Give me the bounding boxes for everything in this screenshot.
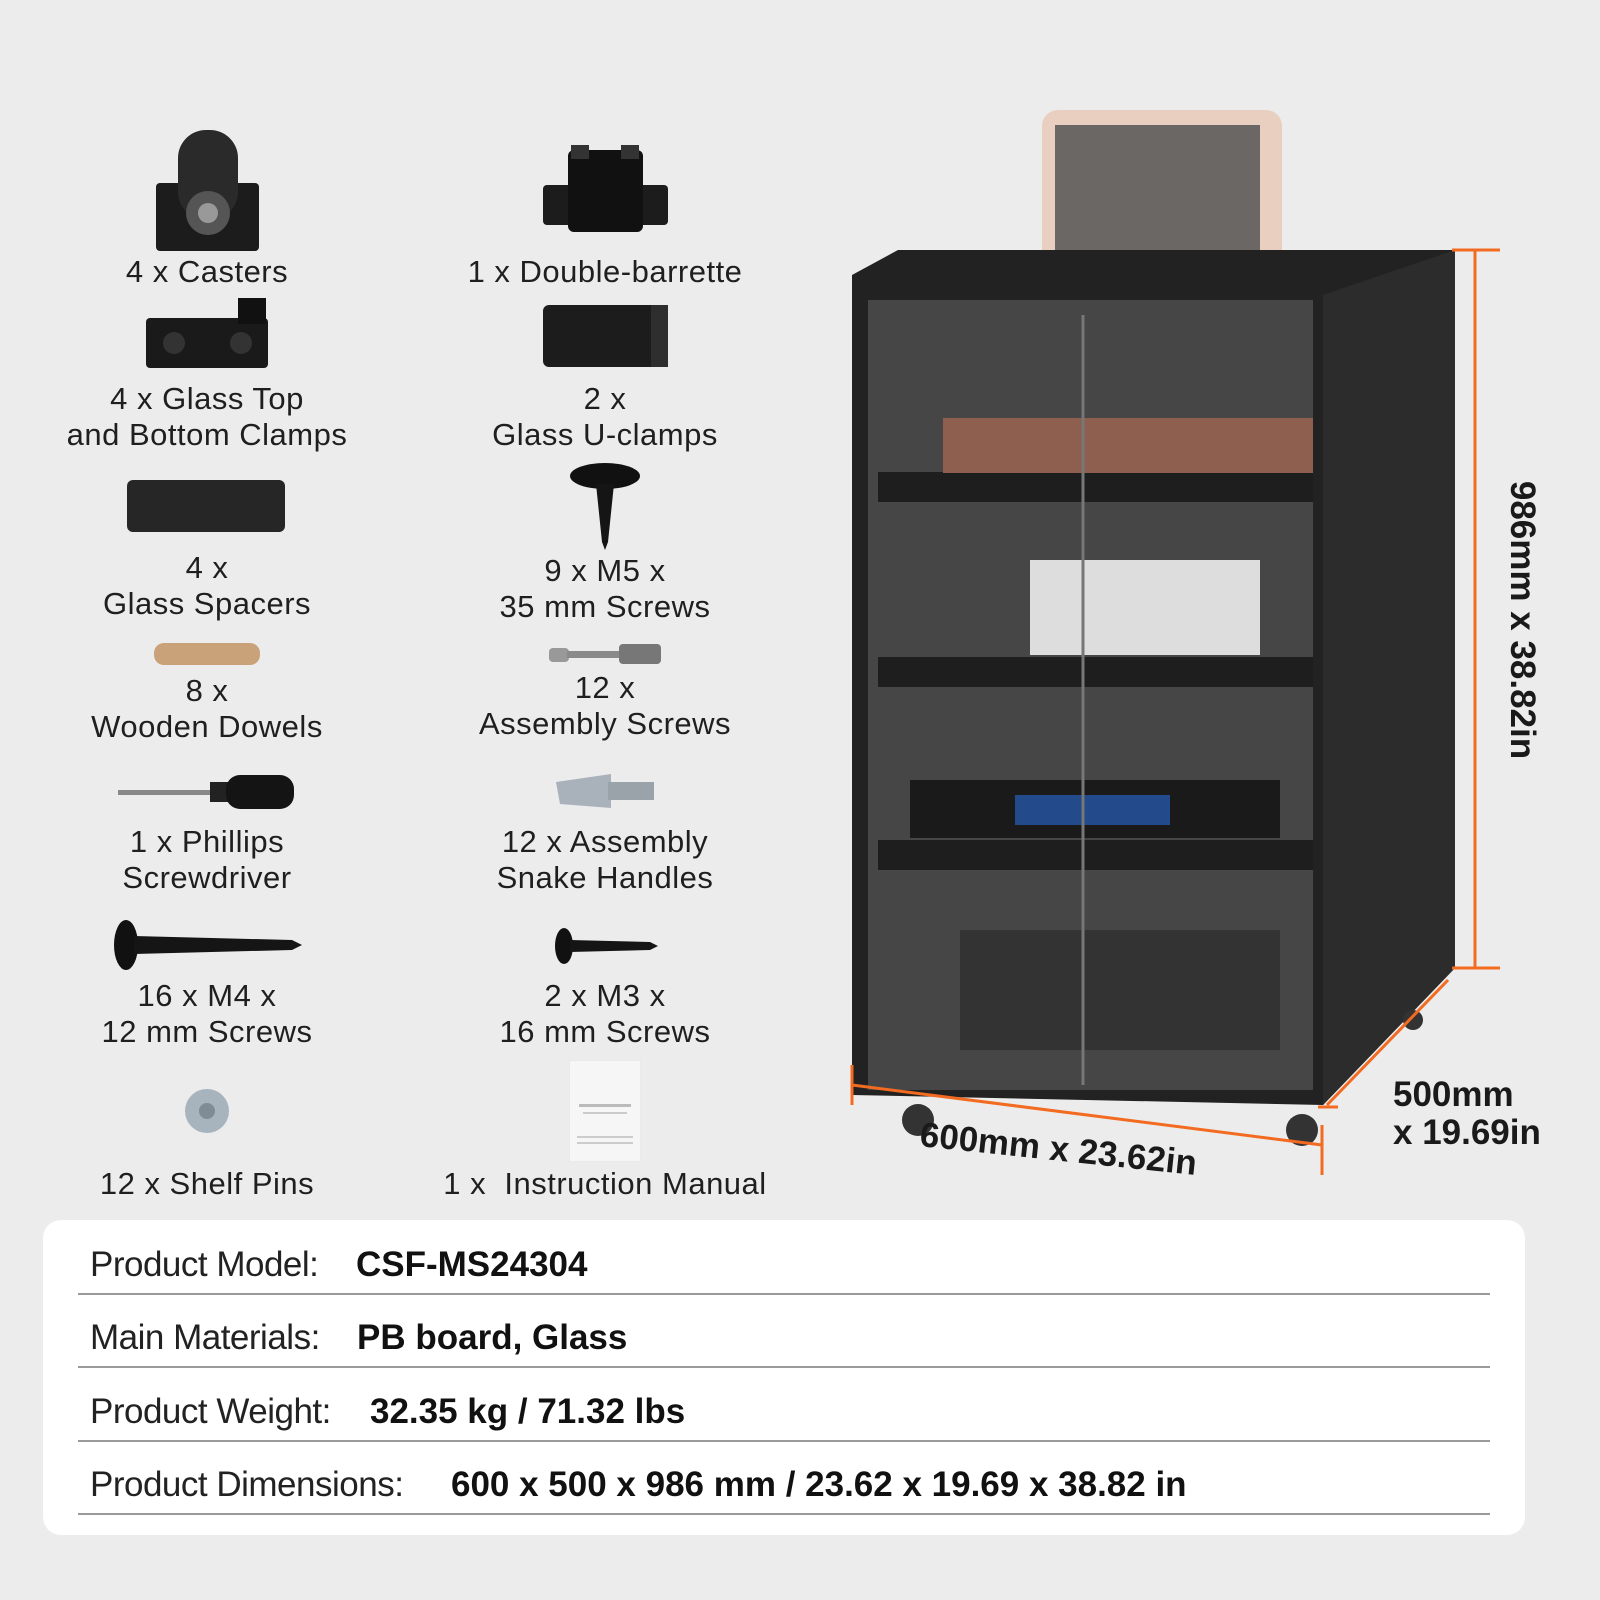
m4-screw-icon	[114, 920, 302, 970]
cabinet-illustration	[850, 110, 1500, 1175]
height-dimension-label: 986mm x 38.82in	[1503, 480, 1542, 760]
depth-dimension-label-1: 500mm	[1393, 1075, 1514, 1114]
spec-table: Product Model: CSF-MS24304 Main Material…	[43, 1220, 1525, 1535]
wooden-dowel-icon	[154, 643, 260, 665]
spec-value: 32.35 kg / 71.32 lbs	[370, 1392, 686, 1431]
dimension-lines	[850, 248, 1500, 1175]
assembly-screw-icon	[549, 644, 661, 664]
u-clamp-icon	[543, 305, 668, 367]
spec-row-materials: Main Materials: PB board, Glass	[78, 1293, 1490, 1368]
spec-row-weight: Product Weight: 32.35 kg / 71.32 lbs	[78, 1367, 1490, 1442]
spec-row-model: Product Model: CSF-MS24304	[78, 1220, 1490, 1295]
part-label-double-barrette: 1 x Double-barrette	[467, 254, 743, 289]
spec-key: Main Materials:	[90, 1318, 320, 1357]
spec-value: CSF-MS24304	[356, 1245, 588, 1284]
m3-screw-icon	[555, 928, 658, 964]
screwdriver-icon	[118, 775, 294, 809]
glass-spacer-icon	[127, 480, 285, 532]
spec-key: Product Dimensions:	[90, 1465, 404, 1504]
spec-value: 600 x 500 x 986 mm / 23.62 x 19.69 x 38.…	[451, 1465, 1187, 1504]
caster-icon	[156, 130, 259, 251]
snake-handle-icon	[556, 774, 654, 808]
spec-key: Product Model:	[90, 1245, 319, 1284]
glass-clamp-icon	[146, 298, 268, 368]
spec-key: Product Weight:	[90, 1392, 331, 1431]
speaker-image	[1042, 110, 1282, 275]
double-barrette-icon	[543, 145, 668, 232]
part-label-shelf-pins: 12 x Shelf Pins	[99, 1166, 315, 1201]
m5-screw-icon	[570, 463, 640, 550]
spec-value: PB board, Glass	[357, 1318, 628, 1357]
part-label-casters: 4 x Casters	[125, 254, 289, 289]
part-label-instruction-manual: 1 x Instruction Manual	[443, 1166, 767, 1201]
shelf-pin-icon	[185, 1089, 229, 1133]
depth-dimension-label-2: x 19.69in	[1393, 1113, 1541, 1152]
manual-icon	[569, 1060, 641, 1162]
spec-row-dimensions: Product Dimensions: 600 x 500 x 986 mm /…	[78, 1440, 1490, 1515]
